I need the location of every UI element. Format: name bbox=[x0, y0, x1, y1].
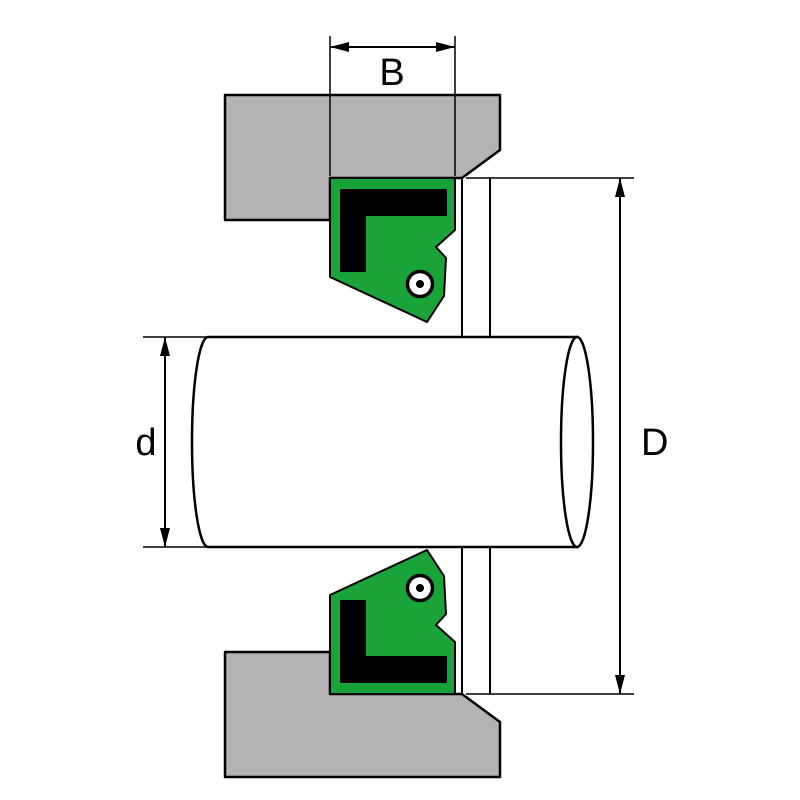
shaft-end-ellipse bbox=[559, 335, 595, 549]
garter-spring-center-dot-lower bbox=[416, 584, 424, 592]
dim-D-group: D bbox=[466, 177, 668, 695]
seal-metal-insert-upper bbox=[340, 189, 447, 272]
upper-seal bbox=[329, 177, 456, 323]
shaft bbox=[190, 335, 595, 549]
dim-b-group: B bbox=[329, 36, 456, 176]
dim-D-label: D bbox=[641, 422, 668, 464]
dim-b-label: B bbox=[379, 52, 404, 94]
garter-spring-center-dot-upper bbox=[416, 280, 424, 288]
seal-metal-insert-lower bbox=[340, 600, 447, 683]
dim-D-arrow-top-icon bbox=[615, 178, 625, 197]
dim-b-arrow-left-icon bbox=[330, 42, 349, 52]
dim-b-arrow-right-icon bbox=[436, 42, 455, 52]
dim-d-group: d bbox=[135, 336, 206, 548]
dim-d-arrow-bottom-icon bbox=[160, 528, 170, 547]
lower-seal bbox=[329, 549, 456, 695]
dim-D-arrow-bottom-icon bbox=[615, 675, 625, 694]
dim-d-label: d bbox=[135, 422, 156, 464]
dim-d-arrow-top-icon bbox=[160, 337, 170, 356]
shaft-body bbox=[190, 335, 579, 549]
